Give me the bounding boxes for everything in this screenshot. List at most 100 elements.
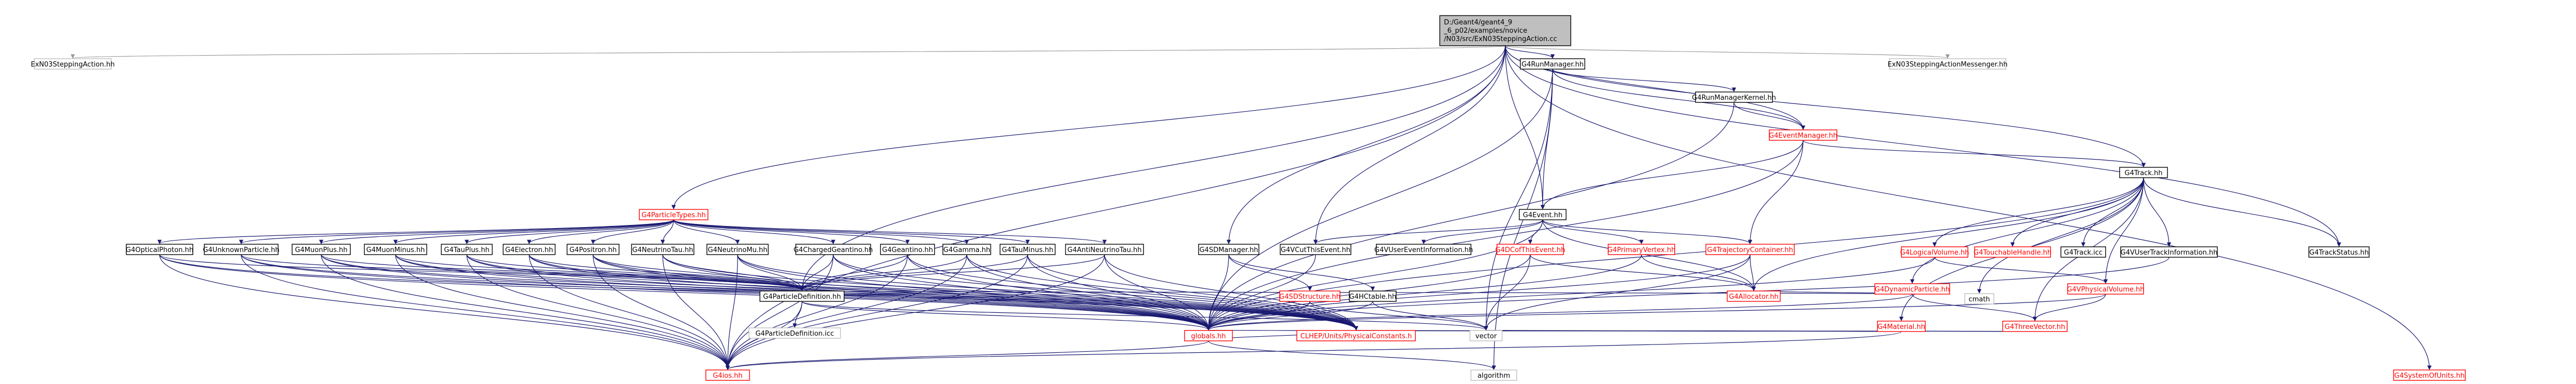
edge-G4Track-to-G4VPhysicalVolume bbox=[2103, 177, 2144, 284]
edge-G4ParticleTypes-to-G4NeutrinoMu bbox=[673, 219, 740, 244]
node-g4tauminus[interactable]: G4TauMinus.hh bbox=[1000, 244, 1056, 255]
node-g4runmanagerkernel[interactable]: G4RunManagerKernel.hh bbox=[1692, 91, 1776, 103]
edge-line bbox=[799, 254, 1105, 291]
node-g4eventmanager[interactable]: G4EventManager.hh bbox=[1769, 129, 1837, 141]
node-g4neutrinotau[interactable]: G4NeutrinoTau.hh bbox=[631, 244, 694, 255]
edge-line bbox=[1912, 294, 2038, 321]
edge-G4EventManager-to-G4Track bbox=[1803, 140, 2146, 167]
node-vector[interactable]: vector bbox=[1469, 330, 1503, 341]
node-clhep[interactable]: CLHEP/Units/PhysicalConstants.h bbox=[1296, 330, 1416, 341]
edge-G4OpticalPhoton-to-globals bbox=[159, 254, 1211, 330]
edge-line bbox=[1505, 45, 2146, 167]
edge-line bbox=[527, 219, 674, 244]
node-globals[interactable]: globals.hh bbox=[1184, 330, 1233, 341]
edge-G4TauMinus-to-globals bbox=[1027, 254, 1211, 330]
node-g4systemofunits[interactable]: G4SystemOfUnits.hh bbox=[2393, 369, 2466, 381]
edge-G4AntiNeutrinoTau-to-G4ios bbox=[725, 254, 1105, 370]
edge-line bbox=[529, 254, 730, 370]
edge-G4Electron-to-globals bbox=[529, 254, 1211, 330]
node-g4event[interactable]: G4Event.hh bbox=[1519, 209, 1567, 220]
node-g4tauplus[interactable]: G4TauPlus.hh bbox=[441, 244, 493, 255]
node-box bbox=[748, 327, 841, 339]
node-root[interactable]: D:/Geant4/geant4_9_6_p02/examples/novice… bbox=[1439, 15, 1571, 46]
edge-line bbox=[673, 219, 836, 244]
node-g4particletypes[interactable]: G4ParticleTypes.hh bbox=[639, 209, 708, 220]
node-g4antineutrinotau[interactable]: G4AntiNeutrinoTau.hh bbox=[1065, 244, 1144, 255]
node-exn03steppingaction[interactable]: ExN03SteppingAction.hh bbox=[31, 58, 115, 70]
edge-G4RunManager-to-G4RunManagerKernel bbox=[1552, 69, 1737, 92]
edge-line bbox=[725, 254, 1105, 370]
node-g4trackstatus[interactable]: G4TrackStatus.hh bbox=[2308, 246, 2370, 258]
edge-line bbox=[395, 254, 805, 291]
node-g4vusertrackinformation[interactable]: G4VUserTrackInformation.hh bbox=[2120, 246, 2218, 258]
node-g4logicalvolume[interactable]: G4LogicalVolume.hh bbox=[1900, 246, 1969, 258]
edge-G4ParticleTypes-to-G4ChargedGeantino bbox=[673, 219, 836, 244]
node-g4runmanager[interactable]: G4RunManager.hh bbox=[1520, 58, 1585, 70]
node-g4geantino[interactable]: G4Geantino.hh bbox=[880, 244, 935, 255]
node-box bbox=[1519, 209, 1567, 220]
edge-line bbox=[1206, 257, 2170, 330]
edge-G4ParticleDefinition-to-vector bbox=[801, 301, 1488, 330]
edge-G4VPhysicalVolume-to-globals bbox=[1206, 294, 2106, 330]
node-g4particledefinition[interactable]: G4ParticleDefinition.hh bbox=[759, 290, 845, 302]
node-box bbox=[1901, 246, 1968, 258]
node-g4dcofthisevent[interactable]: G4DCofThisEvent.hh bbox=[1495, 244, 1565, 255]
edge-G4AntiNeutrinoTau-to-G4ParticleDefinition bbox=[799, 254, 1105, 291]
node-g4primaryvertex[interactable]: G4PrimaryVertex.hh bbox=[1608, 244, 1676, 255]
node-g4electron[interactable]: G4Electron.hh bbox=[503, 244, 556, 255]
edge-line bbox=[662, 254, 1211, 330]
node-g4chargedgeantino[interactable]: G4ChargedGeantino.hh bbox=[794, 244, 873, 255]
edge-G4Gamma-to-G4ParticleDefinition bbox=[799, 254, 967, 291]
node-g4threevector[interactable]: G4ThreeVector.hh bbox=[2002, 321, 2068, 332]
node-label: G4Geantino.hh bbox=[882, 246, 933, 254]
edge-G4Positron-to-G4ParticleDefinition bbox=[593, 254, 805, 291]
edge-G4NeutrinoMu-to-CLHEP bbox=[737, 254, 1359, 330]
node-g4vusereventinformation[interactable]: G4VUserEventInformation.hh bbox=[1374, 244, 1473, 255]
node-label: G4ParticleDefinition.hh bbox=[763, 293, 841, 301]
node-g4dynamicparticle[interactable]: G4DynamicParticle.hh bbox=[1874, 283, 1950, 295]
node-g4particledefinition-icc[interactable]: G4ParticleDefinition.icc bbox=[748, 327, 841, 339]
node-g4allocator[interactable]: G4Allocator.hh bbox=[1727, 290, 1781, 302]
node-label: G4MuonMinus.hh bbox=[366, 246, 425, 254]
node-g4track-icc[interactable]: G4Track.icc bbox=[2060, 246, 2106, 258]
node-g4positron[interactable]: G4Positron.hh bbox=[567, 244, 620, 255]
node-label: G4ChargedGeantino.hh bbox=[794, 246, 873, 254]
edge-line bbox=[799, 254, 834, 291]
node-g4vphysicalvolume[interactable]: G4VPhysicalVolume.hh bbox=[2067, 283, 2145, 295]
node-box bbox=[2308, 246, 2370, 258]
edge-line bbox=[1483, 69, 1553, 330]
node-g4sdmanager[interactable]: G4SDManager.hh bbox=[1198, 244, 1259, 255]
edge-G4ChargedGeantino-to-G4ParticleDefinition bbox=[799, 254, 834, 291]
node-g4touchablehandle[interactable]: G4TouchableHandle.hh bbox=[1974, 246, 2052, 258]
edge-G4MuonPlus-to-G4ios bbox=[321, 254, 730, 370]
node-label: G4LogicalVolume.hh bbox=[1900, 249, 1969, 257]
edge-G4TauMinus-to-G4ParticleDefinition bbox=[799, 254, 1028, 291]
node-exn03steppingactionmessenger[interactable]: ExN03SteppingActionMessenger.hh bbox=[1888, 58, 2008, 70]
edge-line bbox=[1313, 219, 1543, 244]
node-g4trajectorycontainer[interactable]: G4TrajectoryContainer.hh bbox=[1705, 244, 1795, 255]
node-cmath[interactable]: cmath bbox=[1964, 293, 1994, 304]
node-box bbox=[503, 244, 556, 255]
node-g4neutrinomu[interactable]: G4NeutrinoMu.hh bbox=[706, 244, 769, 255]
node-g4hctable[interactable]: G4HCtable.hh bbox=[1349, 290, 1397, 302]
node-algorithm[interactable]: algorithm bbox=[1470, 369, 1517, 381]
node-g4track[interactable]: G4Track.hh bbox=[2119, 167, 2168, 178]
node-g4muonminus[interactable]: G4MuonMinus.hh bbox=[364, 244, 427, 255]
node-g4material[interactable]: G4Material.hh bbox=[1877, 321, 1926, 332]
node-label: G4TrackStatus.hh bbox=[2309, 249, 2369, 257]
edge-line bbox=[966, 254, 1211, 330]
node-g4vcutthisevent[interactable]: G4VCutThisEvent.hh bbox=[1280, 244, 1351, 255]
edge-line bbox=[1803, 140, 2146, 167]
edge-line bbox=[593, 254, 1211, 330]
edge-line bbox=[1027, 254, 1211, 330]
node-g4opticalphoton[interactable]: G4OpticalPhoton.hh bbox=[126, 244, 193, 255]
node-g4unknownparticle[interactable]: G4UnknownParticle.hh bbox=[203, 244, 280, 255]
node-g4ios[interactable]: G4ios.hh bbox=[705, 369, 750, 381]
node-g4sdstructure[interactable]: G4SDStructure.hh bbox=[1279, 290, 1340, 302]
node-label: vector bbox=[1475, 333, 1497, 340]
node-box bbox=[795, 244, 871, 255]
node-g4muonplus[interactable]: G4MuonPlus.hh bbox=[292, 244, 351, 255]
edge-line bbox=[1552, 69, 1737, 92]
node-g4gamma[interactable]: G4Gamma.hh bbox=[942, 244, 991, 255]
node-box bbox=[1496, 244, 1564, 255]
